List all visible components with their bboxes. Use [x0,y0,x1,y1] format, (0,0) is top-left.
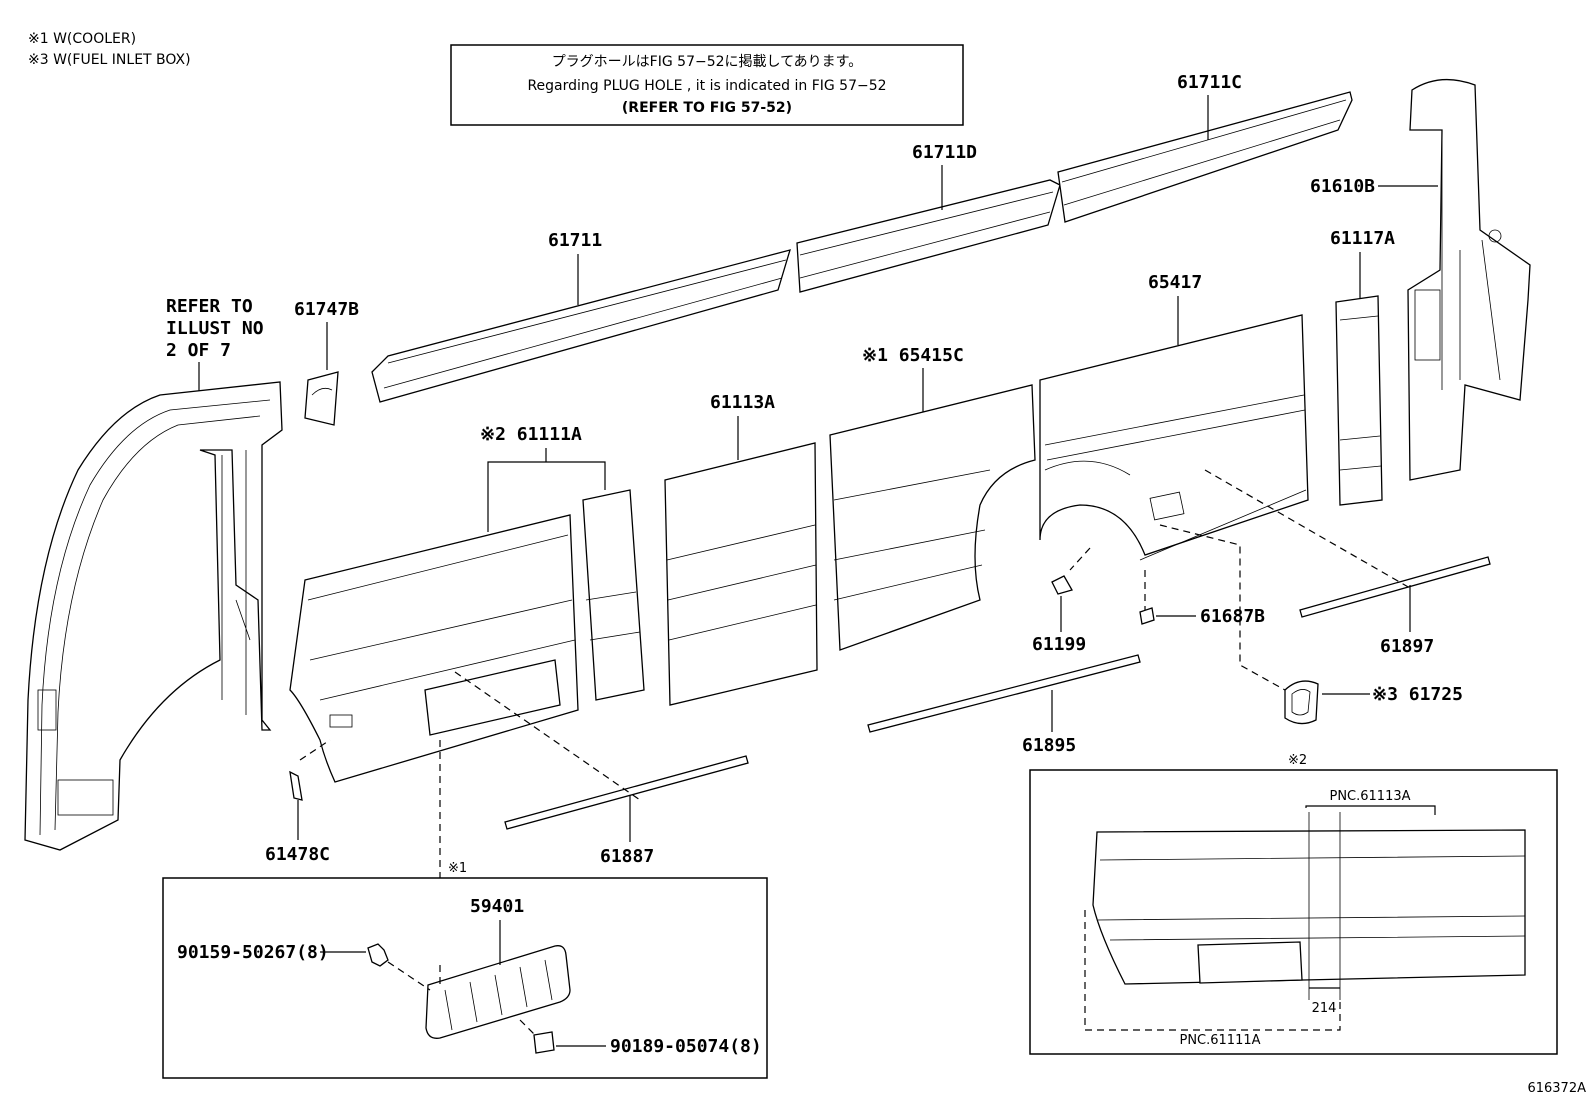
label-61478C: 61478C [265,844,330,865]
part-61711D-roof-rail [796,179,1061,293]
part-61610B-rear-corner [1407,78,1531,481]
dimension-214: 214 [1312,1001,1337,1016]
part-65415C-side-panel [829,384,1036,651]
part-65417-quarter-panel [1039,314,1309,561]
label-61199: 61199 [1032,634,1086,655]
label-61725: ※3 61725 [1372,684,1463,705]
part-61113A-side-panel [664,442,818,706]
label-61111A: ※2 61111A [480,424,582,445]
part-61725-fuel-inlet-box [1284,680,1319,725]
part-61478C-clip [289,770,303,801]
part-90189-nut [533,1031,555,1054]
label-61113A: 61113A [710,392,775,413]
label-61711: 61711 [548,230,602,251]
label-61897: 61897 [1380,636,1434,657]
label-61711C: 61711C [1177,72,1242,93]
part-61747B-bracket [304,371,339,426]
label-61711D: 61711D [912,142,977,163]
label-61747B: 61747B [294,299,359,320]
label-61895: 61895 [1022,735,1076,756]
refer-note-line1: REFER TO [166,296,253,317]
side-b-pillar [582,489,645,701]
inset-detail: PNC.61113A 214 PNC.61111A [1029,769,1558,1055]
label-90189-05074: 90189-05074(8) [610,1036,762,1057]
part-61687B-clip [1139,607,1155,625]
inset-detail-mark: ※2 [1288,753,1307,768]
label-65415C: ※1 65415C [862,345,964,366]
part-61117A-pillar [1335,295,1383,506]
part-61711C-roof-rail [1057,91,1353,223]
notice-japanese: プラグホールはFIG 57−52に掲載してあります。 [552,54,863,70]
part-61111A-side-panel [289,514,579,783]
refer-note-line2: ILLUST NO [166,318,264,339]
part-61895-molding [867,654,1141,733]
label-61687B: 61687B [1200,606,1265,627]
label-61117A: 61117A [1330,228,1395,249]
refer-note-line3: 2 OF 7 [166,340,231,361]
front-body-side-frame [24,381,283,851]
label-90159-50267: 90159-50267(8) [177,942,329,963]
pnc-61111A-label: PNC.61111A [1179,1033,1260,1048]
part-90159-screw [367,943,389,967]
inset-cooler [162,877,768,1079]
plug-hole-notice: プラグホールはFIG 57−52に掲載してあります。 Regarding PLU… [450,44,964,126]
legend-fuel-inlet-box: ※3 W(FUEL INLET BOX) [28,52,191,68]
notice-reference: (REFER TO FIG 57-52) [622,100,792,116]
label-61610B: 61610B [1310,176,1375,197]
label-59401: 59401 [470,896,524,917]
figure-id: 616372A [1527,1081,1586,1096]
label-61887: 61887 [600,846,654,867]
part-61897-molding [1299,556,1491,618]
notice-english: Regarding PLUG HOLE , it is indicated in… [527,78,886,94]
part-61199-clip [1051,575,1073,595]
pnc-61113A-label: PNC.61113A [1329,789,1410,804]
label-65417: 65417 [1148,272,1202,293]
inset-cooler-mark: ※1 [448,861,467,876]
part-61887-molding [504,755,749,830]
part-61711-roof-rail [371,249,791,403]
legend-cooler: ※1 W(COOLER) [28,31,136,47]
